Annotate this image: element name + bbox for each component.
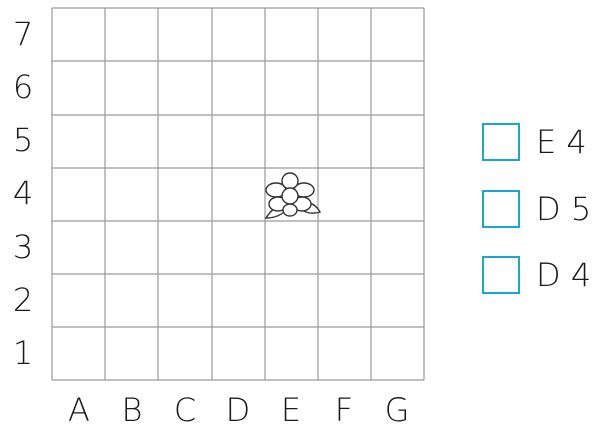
answer-label: E 4 — [536, 124, 587, 160]
answer-option-d5[interactable]: D 5 — [482, 188, 591, 230]
answer-option-d4[interactable]: D 4 — [482, 254, 591, 296]
column-label-e: E — [265, 392, 317, 427]
answer-label: D 4 — [536, 257, 591, 293]
column-label-b: B — [106, 392, 158, 427]
flower-icon — [266, 173, 320, 218]
column-label-g: G — [371, 392, 423, 427]
answer-option-e4[interactable]: E 4 — [482, 121, 587, 163]
column-label-c: C — [159, 392, 211, 427]
answer-label: D 5 — [536, 191, 591, 227]
answer-checkbox[interactable] — [482, 123, 520, 161]
answer-checkbox[interactable] — [482, 256, 520, 294]
answer-checkbox[interactable] — [482, 190, 520, 228]
column-label-d: D — [212, 392, 264, 427]
grid-lines — [52, 8, 424, 380]
column-label-a: A — [53, 392, 105, 427]
column-label-f: F — [318, 392, 370, 427]
